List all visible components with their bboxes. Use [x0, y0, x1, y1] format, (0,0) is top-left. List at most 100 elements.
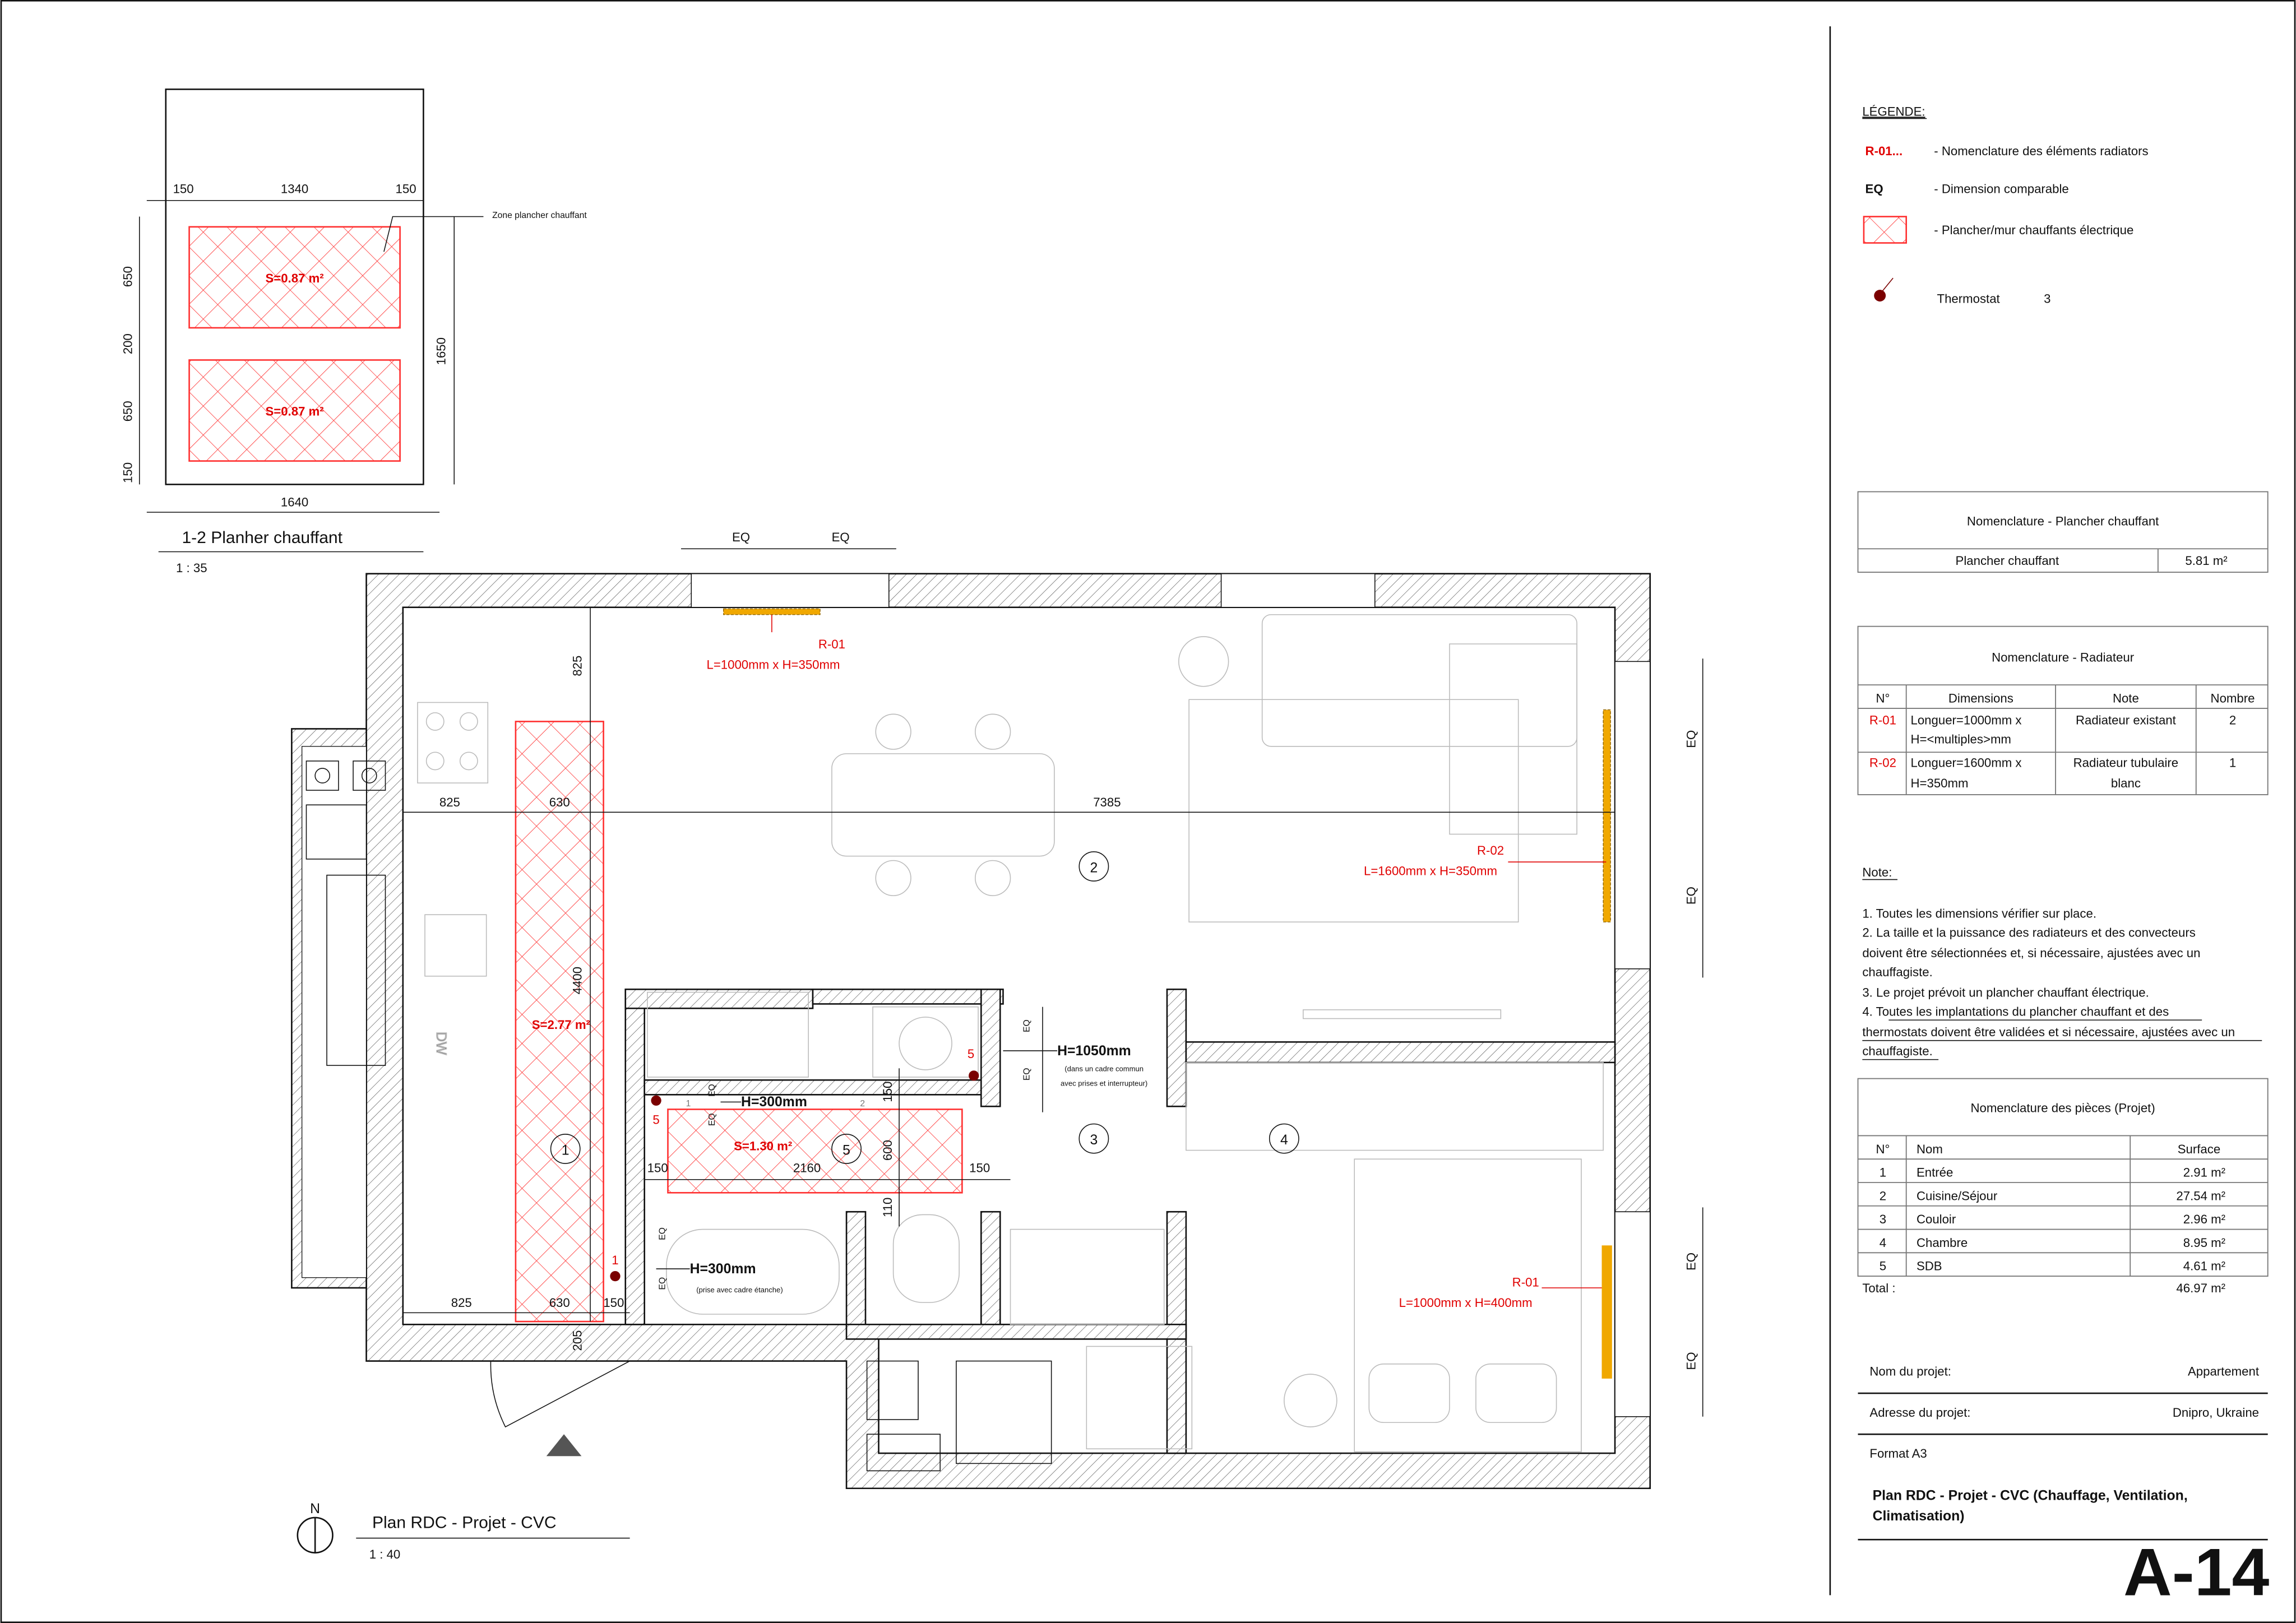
socket-height: H=300mm: [690, 1262, 756, 1277]
table-header: N°: [1876, 1142, 1890, 1156]
table-cell: 5.81 m²: [2185, 554, 2227, 568]
appliance: [956, 1360, 1052, 1464]
note-line: doivent être sélectionnées et, si nécess…: [1862, 946, 2200, 960]
dim: 150: [121, 462, 135, 483]
eq-label: EQ: [1684, 1253, 1698, 1270]
annotation-note: (prise avec cadre étanche): [696, 1286, 783, 1294]
dim: 150: [396, 182, 416, 196]
table-header: Surface: [2178, 1142, 2220, 1156]
legend-text: - Plancher/mur chauffants électrique: [1934, 223, 2133, 237]
floor-plan: DW S=2.77 m² S=1.30 m²: [291, 530, 1704, 1561]
dim: 7385: [1093, 795, 1121, 809]
dim: 150: [647, 1161, 668, 1175]
heated-hatch-icon: [1863, 216, 1907, 244]
table-title: Nomenclature des pièces (Projet): [1970, 1101, 2155, 1115]
detail-heated-floor: S=0.87 m² S=0.87 m² 150 1340 150 650 200…: [121, 88, 587, 575]
note-line: chauffagiste.: [1862, 965, 1932, 979]
dishwasher-label: DW: [433, 1032, 448, 1055]
socket-height: H=300mm: [741, 1095, 807, 1110]
radiator-r01-bedroom: [1601, 1245, 1612, 1379]
table-cell: 2.96 m²: [2183, 1212, 2225, 1226]
room-tag: 5: [843, 1143, 850, 1158]
legend-symbol: R-01...: [1866, 144, 1903, 158]
note-line: 1. Toutes les dimensions vérifier sur pl…: [1862, 906, 2096, 920]
table-cell: blanc: [2111, 776, 2141, 790]
table-cell: 4.61 m²: [2183, 1259, 2225, 1273]
table-cell: Chambre: [1917, 1236, 1968, 1250]
dim: 110: [881, 1198, 895, 1217]
project-name: Appartement: [2188, 1365, 2259, 1379]
legend-symbol: EQ: [1866, 182, 1883, 196]
entrance-door: [490, 1360, 630, 1428]
table-cell: 27.54 m²: [2176, 1189, 2225, 1203]
dim: 630: [549, 1296, 570, 1310]
heated-zone-kitchen-area: S=2.77 m²: [532, 1018, 590, 1032]
plan-scale: 1 : 40: [369, 1547, 401, 1561]
thermostat-count: 3: [2044, 292, 2050, 306]
detail-scale: 1 : 35: [176, 561, 207, 575]
window: [1614, 1211, 1651, 1417]
eq-label: EQ: [732, 530, 750, 544]
radiator-spec: L=1000mm x H=350mm: [706, 657, 840, 671]
dim: 630: [549, 795, 570, 809]
paper-format: Format A3: [1869, 1446, 1927, 1460]
socket-height: H=1050mm: [1057, 1044, 1131, 1059]
total-label: Total :: [1862, 1281, 1895, 1295]
thermostat-circuit: 5: [968, 1047, 974, 1061]
annotation-note: (dans un cadre commun: [1064, 1065, 1144, 1073]
table-title: Nomenclature - Radiateur: [1992, 650, 2135, 664]
radiator-tag: R-02: [1477, 843, 1504, 857]
furniture: DW: [417, 614, 1604, 1453]
radiator-r01-top: [723, 608, 821, 615]
room-tag: 2: [1090, 860, 1098, 875]
window: [691, 573, 890, 608]
radiator-tag: R-01: [818, 637, 845, 651]
table-cell: Radiateur existant: [2076, 713, 2176, 727]
thermostat-icon: [610, 1270, 621, 1282]
thermostat-circuit: 5: [652, 1113, 659, 1127]
eq-label: EQ: [1022, 1019, 1031, 1032]
appliance: [866, 1360, 919, 1420]
table-cell: 1: [1880, 1166, 1886, 1180]
table-cell: 3: [1880, 1212, 1886, 1226]
dim: 150: [173, 182, 194, 196]
note-line: 4. Toutes les implantations du plancher …: [1862, 1004, 2169, 1018]
room-tag: 4: [1280, 1133, 1288, 1148]
dim: 2160: [793, 1161, 821, 1175]
radiator-spec: L=1600mm x H=350mm: [1364, 864, 1497, 878]
dim: 650: [121, 266, 135, 287]
detail-title: 1-2 Planher chauffant: [182, 528, 343, 547]
dim: 200: [121, 333, 135, 354]
zone-2-area: S=0.87 m²: [265, 405, 323, 419]
table-header: Nom: [1917, 1142, 1943, 1156]
thermostat-circuit: 1: [612, 1253, 618, 1267]
plan-title: Plan RDC - Projet - CVC: [372, 1513, 557, 1532]
table-header: Dimensions: [1948, 691, 2013, 705]
heated-zone-bath: [667, 1109, 963, 1194]
sheet-title: Plan RDC - Projet - CVC (Chauffage, Vent…: [1873, 1488, 2188, 1504]
legend-title: LÉGENDE:: [1862, 104, 1925, 118]
eq-label: EQ: [832, 530, 850, 544]
thermostat-icon: [969, 1070, 979, 1081]
table-cell: Cuisine/Séjour: [1917, 1189, 1998, 1203]
room-tag: 3: [1090, 1133, 1098, 1148]
table-cell: Longuer=1600mm x: [1911, 755, 2022, 769]
sheet-number: A-14: [2123, 1534, 2270, 1610]
table-cell: SDB: [1917, 1259, 1942, 1273]
legend-text: - Nomenclature des éléments radiators: [1934, 144, 2148, 158]
dimensions: EQ EQ 825 825 630 7385 4400 825 630 150 …: [402, 530, 1704, 1417]
exterior-walls: [365, 573, 1651, 1490]
annotation-note: avec prises et interrupteur): [1061, 1079, 1147, 1088]
window: [1220, 573, 1376, 608]
heated-zone-kitchen: [515, 721, 604, 1323]
radiator-tag: R-01: [1512, 1275, 1539, 1289]
legend: LÉGENDE: R-01... - Nomenclature des élém…: [1862, 104, 2149, 306]
north-label: N: [310, 1501, 320, 1517]
table-cell: 2: [1880, 1189, 1886, 1203]
table-header: Note: [2113, 691, 2139, 705]
eq-label: EQ: [1684, 730, 1698, 748]
table-pieces: Nomenclature des pièces (Projet) N° Nom …: [1857, 1078, 2269, 1295]
dim: 1640: [281, 495, 308, 509]
